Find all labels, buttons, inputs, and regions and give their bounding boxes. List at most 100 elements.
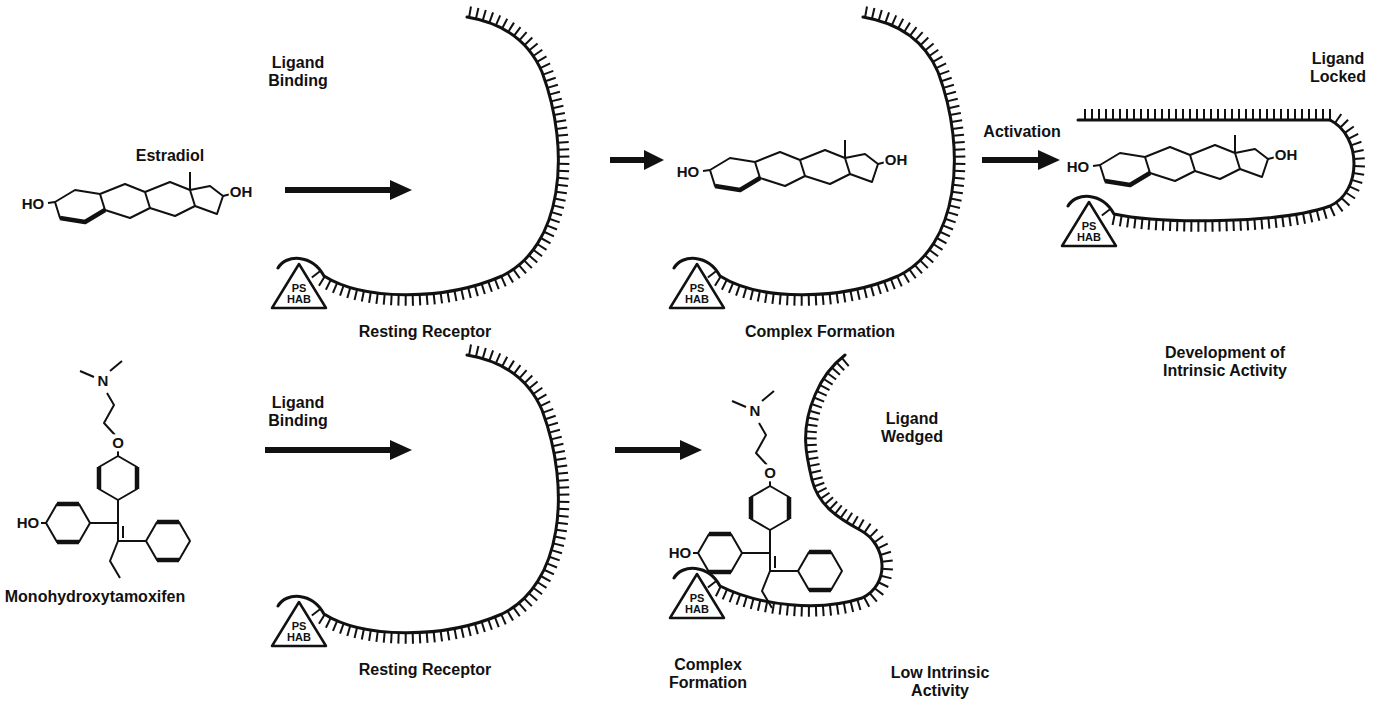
hatch-tick [1280,109,1282,120]
hatch-tick [319,614,325,623]
hatch-tick [801,295,803,306]
caption-label: Low Intrinsic Activity [865,664,1015,701]
hatch-tick [1231,109,1233,120]
hatch-tick [508,361,514,370]
hatch-tick [1155,219,1158,230]
hatch-tick [941,78,951,81]
hatch-tick [910,27,917,36]
binding-site-triangle: PS HAB [668,572,726,620]
hatch-tick [864,597,869,607]
hatch-tick [947,212,958,215]
hatch-tick [871,286,874,297]
hatch-tick [825,497,833,504]
hatch-tick [1217,109,1219,120]
hatch-tick [1340,120,1348,128]
hatch-tick [496,15,500,25]
hatch-tick [939,71,949,75]
hatch-tick [1245,109,1247,120]
caption-label: Complex Formation [663,656,753,693]
hatch-tick [529,593,537,600]
hatch-tick [801,605,803,616]
hatch-tick [708,581,717,588]
hatch-tick [514,365,521,374]
hatch-tick [786,294,789,305]
hatch-tick [1098,109,1100,120]
hatch-tick [558,479,569,482]
hatch-tick [556,192,567,194]
hatch-tick [556,530,567,532]
hatch-tick [347,287,350,298]
arrow-head [680,440,702,460]
hatch-tick [808,457,819,459]
arrow-head [390,180,412,200]
hatch-tick [892,15,896,25]
hatch-tick [533,588,542,595]
hatch-tick [722,280,727,290]
hatch-tick [390,294,393,305]
hatch-tick [815,294,818,305]
hatch-tick [1322,109,1324,120]
hatch-tick [1329,109,1331,120]
hatch-tick [1119,109,1121,120]
hatch-tick [333,621,337,631]
hatch-tick [884,281,888,291]
reaction-arrow [610,157,646,163]
hatch-tick [1273,109,1275,120]
hatch-tick [362,629,364,640]
hatch-tick [326,280,331,290]
hatch-tick [897,276,901,286]
hatch-tick [412,295,414,306]
atom-label: HO [21,195,46,212]
hatch-tick [951,199,962,201]
hatch-tick [1296,214,1298,225]
hatch-tick [355,627,358,638]
hatch-tick [842,358,849,366]
hatch-tick [715,276,721,285]
hatch-tick [537,394,547,400]
hatch-tick [879,10,882,21]
atom-label: N [97,372,110,389]
hatch-tick [545,416,555,419]
hatch-tick [1352,180,1363,183]
site-label: PS HAB [284,600,314,644]
hatch-tick [476,346,478,357]
hatch-tick [920,38,928,46]
hatch-tick [953,185,964,186]
hatch-tick [929,250,938,257]
hatch-tick [556,127,567,128]
hatch-tick [1303,213,1305,224]
hatch-tick [898,19,903,29]
hatch-tick [1354,157,1365,160]
hatch-tick [468,625,471,636]
hatch-tick [547,225,557,229]
hatch-tick [864,287,867,298]
hatch-tick [1294,109,1296,120]
hatch-tick [1102,209,1111,216]
atom-label: OH [229,183,254,200]
site-label: PS HAB [682,262,712,306]
hatch-tick [937,238,947,243]
hatch-tick [837,293,838,304]
atom-label: HO [676,163,701,180]
hatch-tick [1134,217,1135,228]
hatch-tick [870,593,877,601]
hatch-tick [543,71,553,75]
hatch-tick [874,536,883,543]
hatch-tick [846,513,852,522]
hatch-tick [419,294,422,305]
hatch-tick [1232,220,1234,231]
hatch-tick [772,603,774,614]
hatch-tick [943,85,954,88]
hatch-tick [1330,206,1335,216]
hatch-tick [543,409,553,413]
hatch-tick [830,605,831,616]
hatch-tick [537,582,546,588]
hatch-tick [383,632,386,643]
receptor-outline [674,355,882,606]
hatch-tick [808,418,819,420]
hatch-tick [844,603,846,614]
hatch-tick [820,385,830,390]
hatch-tick [758,291,760,302]
hatch-tick [751,289,754,300]
hatch-tick [780,604,781,615]
